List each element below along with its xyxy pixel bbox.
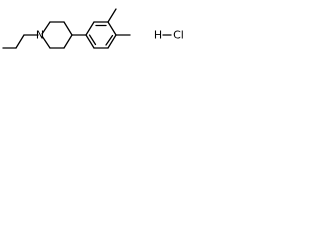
chemical-structure-diagram: N H Cl	[2, 8, 184, 49]
bond-n1-c2	[41, 21, 51, 35]
dimethylphenyl-ring	[85, 21, 117, 49]
bond-ar3-methyl	[107, 8, 117, 23]
bond-ar6-ar1	[85, 34, 95, 49]
bond-c3-c4	[63, 21, 73, 36]
bond-c6-n1	[41, 35, 51, 49]
bond-ar1-ar2	[85, 21, 95, 36]
bond-ar4-ar5	[107, 34, 117, 49]
bond-ar3-ar4	[107, 21, 117, 36]
nitrogen-label: N	[36, 29, 44, 42]
bond-c4-c5	[63, 34, 73, 49]
piperidine-ring	[41, 21, 73, 49]
propyl-chain	[2, 34, 39, 49]
bond-propyl1-propyl2	[15, 34, 25, 49]
double-bond-ar6-ar1	[88, 34, 97, 46]
double-bond-ar4-ar5	[105, 34, 114, 46]
methyl-groups	[107, 8, 131, 36]
chlorine-label: Cl	[173, 29, 184, 42]
hydrogen-label: H	[154, 29, 162, 42]
